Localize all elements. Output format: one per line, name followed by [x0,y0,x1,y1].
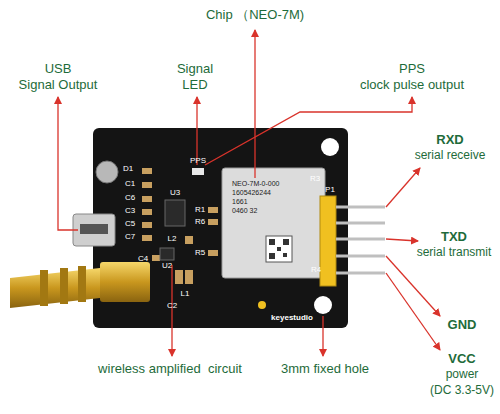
logo-mark [258,301,266,309]
round-component [96,161,118,183]
pin-name: RXD [436,133,463,147]
silkscreen-text: P1 [325,186,335,195]
silkscreen-text: C4 [138,255,148,264]
silkscreen-text: R3 [310,175,320,184]
gps-module [222,168,325,278]
pcb-board [93,128,348,328]
callout-text: Signal [177,62,213,76]
regulator-chip [165,200,185,226]
pps-led [192,168,204,175]
silkscreen-text: R6 [195,218,205,227]
chip-marking: NEO-7M-0-000 [232,180,279,188]
callout-text: power [446,368,479,381]
chip-marking: 0460 32 [232,207,257,215]
callout-text: PPS [399,62,425,76]
silkscreen-text: PPS [190,157,206,166]
callout-text: (DC 3.3-5V) [430,384,494,397]
callout-title: Chip （NEO-7M) [206,8,304,22]
usb-port [73,214,115,246]
pin-name: GND [448,318,477,332]
silkscreen-text: C3 [125,207,135,216]
usb-slot [80,224,108,234]
silkscreen-text: L1 [181,290,190,299]
callout-text: LED [182,78,207,92]
silkscreen-text: L2 [168,235,177,244]
silkscreen-text: C5 [125,220,135,229]
pin-name: TXD [441,230,467,244]
pin-name: VCC [448,352,475,366]
callout-text: Signal Output [19,78,98,92]
mounting-hole [314,296,332,314]
sma-connector [10,262,150,308]
pin-header [320,196,336,286]
chip-marking: 1661 [232,198,248,206]
silkscreen-text: C7 [125,233,135,242]
amplifier-chip [160,248,174,260]
mounting-hole [321,138,339,156]
brand-text: keyestudio [271,314,313,323]
qr-code [266,236,292,262]
qr-pattern [269,239,289,259]
callout-text: serial receive [415,149,486,162]
silkscreen-text: D1 [123,165,133,174]
callout-text: 3mm fixed hole [281,362,369,376]
silkscreen-text: U3 [170,189,180,198]
callout-text: USB [45,62,72,76]
silkscreen-text: C6 [125,194,135,203]
silkscreen-text: R1 [195,206,205,215]
silkscreen-text: R4 [311,266,321,275]
silkscreen-text: R5 [195,249,205,258]
silkscreen-text: U2 [162,262,172,271]
callout-text: serial transmit [417,246,492,259]
callout-text: wireless amplified circuit [98,362,242,376]
header-pins [336,207,385,273]
silkscreen-text: C2 [167,302,177,311]
callout-text: clock pulse output [360,78,464,92]
chip-marking: 1605426244 [232,189,271,197]
silkscreen-text: C1 [125,180,135,189]
